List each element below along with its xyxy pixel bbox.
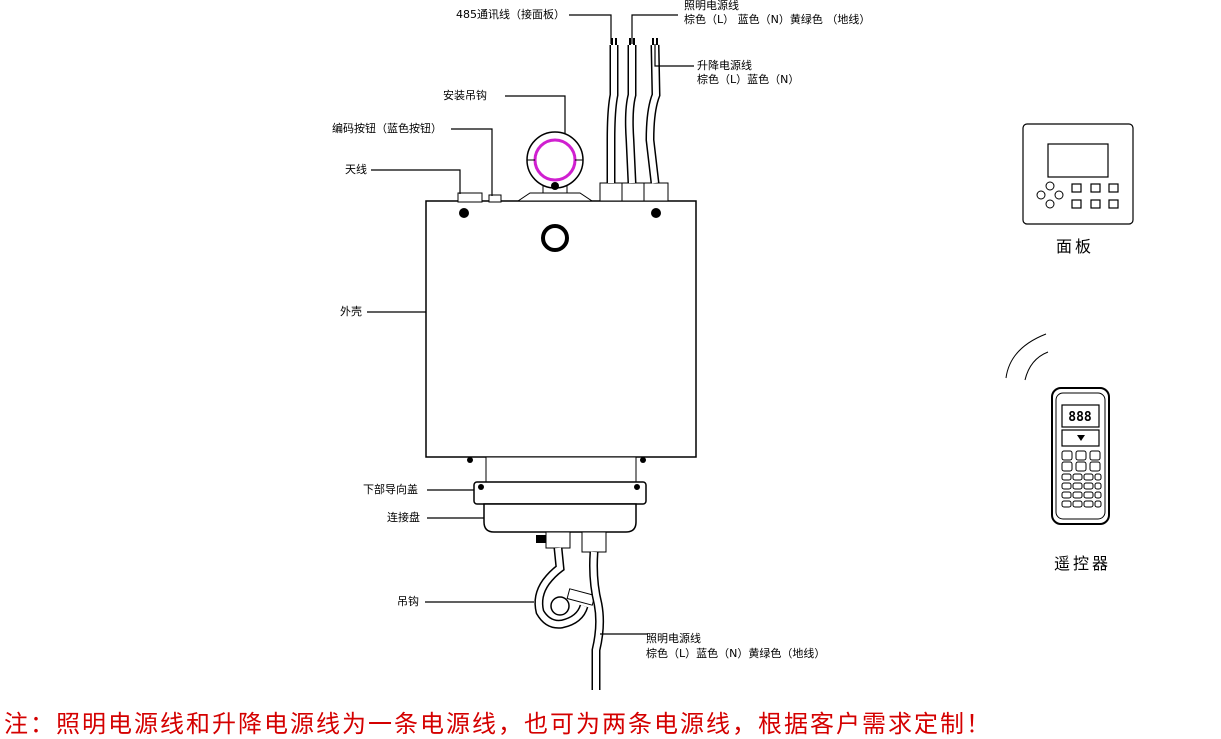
label-comm-line: 485通讯线（接面板） [456,8,565,21]
gland-3 [643,182,669,202]
panel-screen [1047,143,1109,178]
label-lighting-bottom-wires: 棕色（L）蓝色（N）黄绿色（地线） [646,647,826,660]
label-antenna: 天线 [345,163,367,176]
label-connection-plate: 连接盘 [387,511,420,524]
top-screw-right [651,208,661,218]
label-mount-hook: 安装吊钩 [443,89,487,102]
shell-center-hole [541,224,569,252]
lower-guide-cover [473,481,647,505]
label-remote: 遥控器 [1054,554,1112,573]
label-code-button: 编码按钮（蓝色按钮） [332,122,442,135]
panel-keys [1071,183,1119,209]
remote-display-digits: 888 [1068,410,1092,425]
top-screw-left [459,208,469,218]
label-lighting-top-title: 照明电源线 [684,0,739,12]
antenna-stub [457,192,483,203]
label-lift-title: 升降电源线 [697,59,752,72]
signal-arc-outer [1005,333,1047,379]
label-hook: 吊钩 [397,595,419,608]
panel-dpad [1036,181,1064,209]
label-shell: 外壳 [340,305,362,318]
lower-neck [485,456,637,483]
label-panel: 面板 [1056,237,1095,256]
remote-display [1061,404,1100,428]
label-lift-wires: 棕色（L）蓝色（N） [697,73,800,86]
gland-2 [621,182,645,202]
remote-keys [1061,450,1102,508]
mount-hook-base [516,192,594,202]
label-lighting-top-wires: 棕色（L） 蓝色（N）黄绿色 （地线） [684,13,871,26]
gland-1 [599,182,623,202]
label-lower-guide-cover: 下部导向盖 [363,483,418,496]
cable-fitting-bottom [581,531,607,553]
hook-fitting [545,531,571,549]
code-button-stub [488,194,502,203]
label-lighting-bottom-title: 照明电源线 [646,632,701,645]
connection-plate [483,503,637,533]
footnote: 注：照明电源线和升降电源线为一条电源线，也可为两条电源线，根据客户需求定制！ [4,710,992,738]
signal-arc-inner [1024,351,1049,381]
